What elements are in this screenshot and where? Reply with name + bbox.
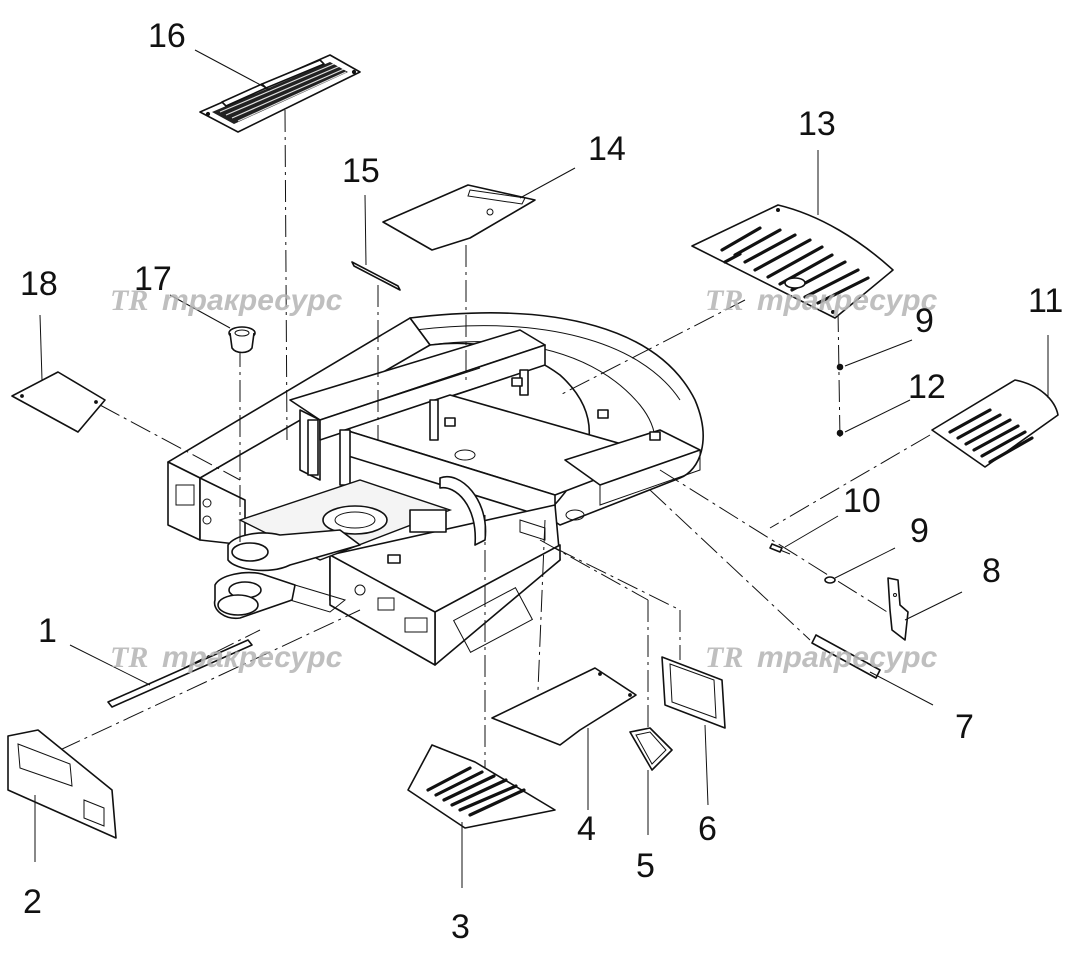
callout-2: 2 [23, 883, 42, 921]
part-10-bolt [769, 543, 791, 555]
callout-17: 17 [134, 260, 172, 298]
callout-9-lower: 9 [910, 512, 929, 550]
callout-9-upper: 9 [915, 302, 934, 340]
callout-6: 6 [698, 810, 717, 848]
part-16-perforated-cover [199, 54, 361, 133]
watermark-lower-left: TR тракресурс [110, 641, 343, 674]
main-frame [167, 312, 704, 666]
watermark-logo: TR [110, 284, 148, 317]
part-2-panel [7, 729, 117, 839]
callout-3: 3 [451, 908, 470, 946]
watermark-text: тракресурс [757, 641, 938, 674]
callout-5: 5 [636, 847, 655, 885]
part-9-washer-lower [824, 576, 836, 584]
part-11-slotted-cover [931, 379, 1059, 468]
callout-1: 1 [38, 612, 57, 650]
part-17-cap [228, 326, 256, 354]
part-14-plate [382, 184, 536, 251]
part-6-frame [661, 656, 726, 729]
callout-4: 4 [577, 810, 596, 848]
watermark-text: тракресурс [757, 284, 938, 317]
part-18-plate [11, 371, 106, 433]
part-15-rod [351, 261, 401, 291]
part-13-slotted-cover [691, 204, 894, 319]
part-7-bar [811, 634, 881, 679]
watermark-logo: TR [110, 641, 148, 674]
watermark-text: тракресурс [162, 641, 343, 674]
callout-15: 15 [342, 152, 380, 190]
watermark-logo: TR [705, 284, 743, 317]
callout-8: 8 [982, 552, 1001, 590]
callout-7: 7 [955, 708, 974, 746]
part-4-plate [491, 667, 637, 746]
callout-12: 12 [908, 368, 946, 406]
part-8-bracket [887, 577, 909, 641]
part-1-rod [107, 639, 253, 708]
watermark-upper-right: TR тракресурс [705, 284, 938, 317]
watermark-text: тракресурс [162, 284, 343, 317]
part-5-seal [629, 727, 673, 771]
part-12-bolt [836, 429, 844, 437]
callout-13: 13 [798, 105, 836, 143]
part-9-washer-upper [836, 363, 844, 371]
watermark-upper-left: TR тракресурс [110, 284, 343, 317]
callout-11: 11 [1028, 282, 1063, 320]
callout-14: 14 [588, 130, 626, 168]
callout-18: 18 [20, 265, 58, 303]
callout-labels: 16 14 15 17 18 13 9 12 11 10 9 8 7 6 5 4… [20, 17, 1063, 946]
part-3-slotted-cover [407, 744, 556, 829]
callout-10: 10 [843, 482, 881, 520]
watermark-logo: TR [705, 641, 743, 674]
leader-lines [34, 49, 1049, 888]
callout-16: 16 [148, 17, 186, 55]
watermark-lower-right: TR тракресурс [705, 641, 938, 674]
